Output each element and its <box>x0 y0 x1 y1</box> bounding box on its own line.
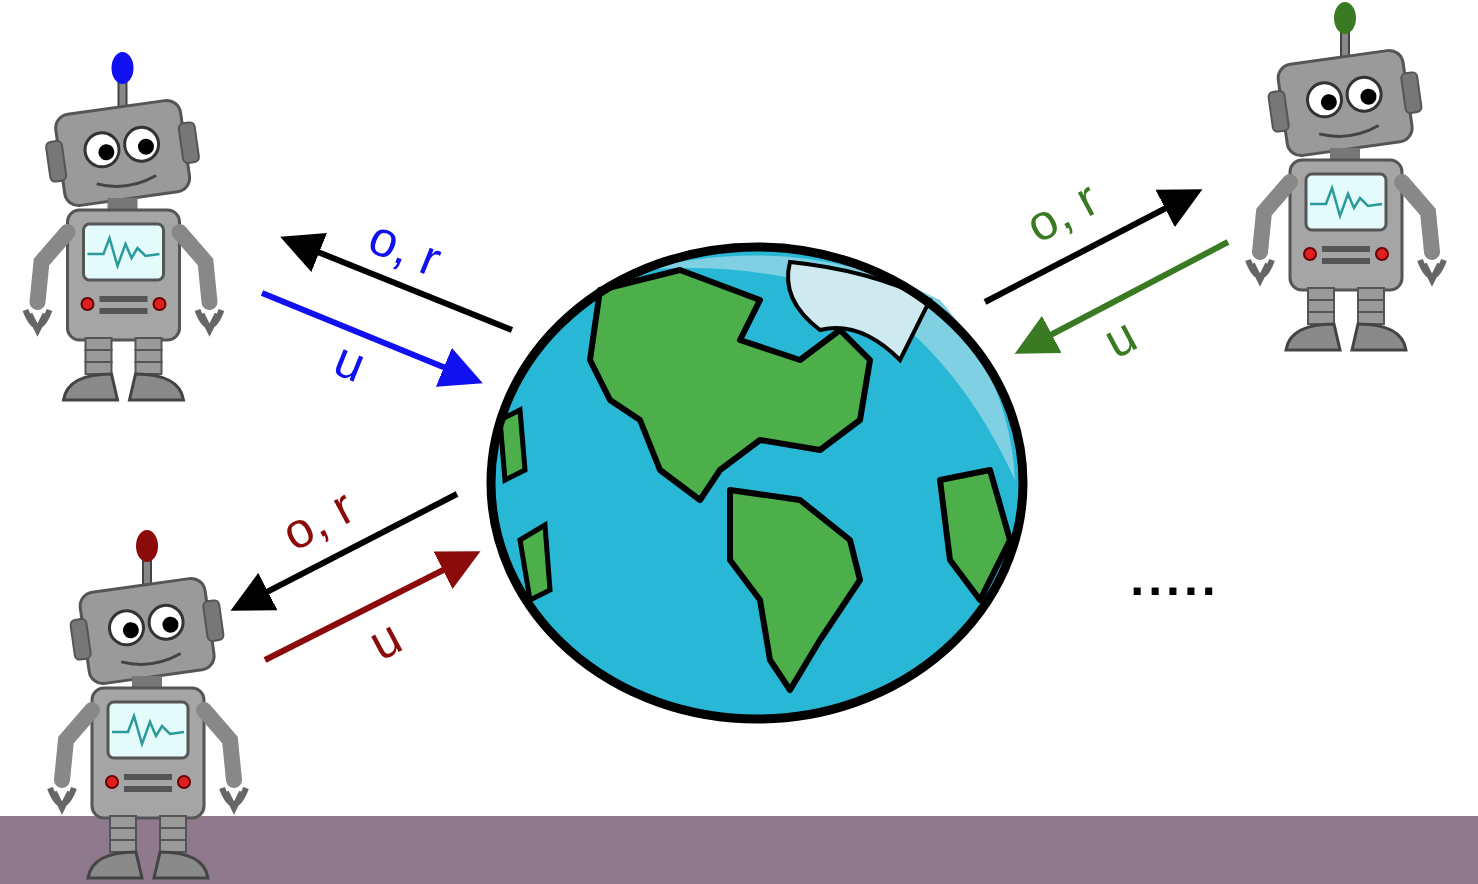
robot <box>50 530 246 878</box>
arrow-label: u <box>361 611 409 668</box>
globe <box>491 247 1023 719</box>
arrow-label: o, r <box>1018 173 1105 251</box>
arrow-label: u <box>328 334 373 391</box>
arrow-label: u <box>1096 309 1144 366</box>
robot <box>1248 2 1444 350</box>
robot <box>26 52 222 400</box>
arrows <box>238 193 1228 660</box>
ellipsis-label: ..... <box>1130 553 1219 603</box>
footer-band <box>0 816 1478 884</box>
